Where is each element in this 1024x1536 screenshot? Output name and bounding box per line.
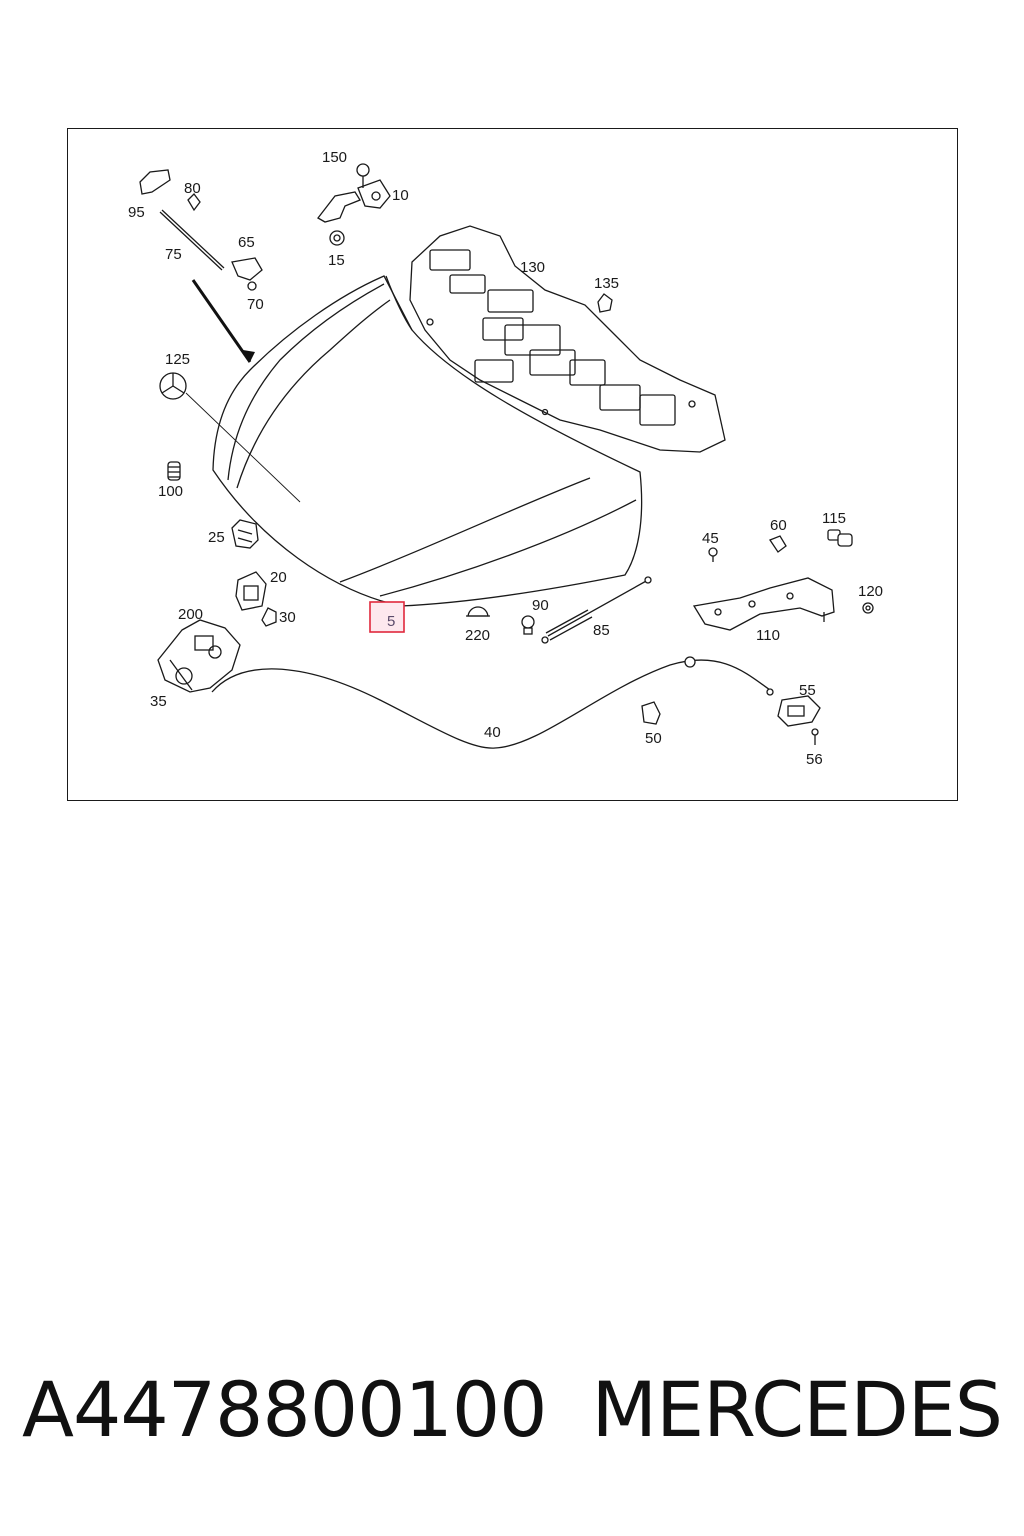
callout-10[interactable]: 10 bbox=[392, 187, 409, 204]
callout-30[interactable]: 30 bbox=[279, 609, 296, 626]
highlight-box bbox=[369, 601, 405, 633]
callout-200[interactable]: 200 bbox=[178, 606, 203, 623]
callout-40[interactable]: 40 bbox=[484, 724, 501, 741]
insulation-mat[interactable] bbox=[409, 225, 726, 453]
hood-lock[interactable] bbox=[157, 619, 241, 693]
nut-60[interactable] bbox=[769, 535, 787, 553]
callout-100[interactable]: 100 bbox=[158, 483, 183, 500]
callout-80[interactable]: 80 bbox=[184, 180, 201, 197]
callout-55[interactable]: 55 bbox=[799, 682, 816, 699]
callout-45[interactable]: 45 bbox=[702, 530, 719, 547]
callout-25[interactable]: 25 bbox=[208, 529, 225, 546]
callout-120[interactable]: 120 bbox=[858, 583, 883, 600]
callout-5[interactable]: 5 bbox=[387, 613, 395, 630]
callout-115[interactable]: 115 bbox=[822, 510, 846, 527]
callout-75[interactable]: 75 bbox=[165, 246, 182, 263]
buffer-220[interactable] bbox=[466, 606, 490, 617]
part-number: A4478800100 bbox=[22, 1365, 548, 1454]
callout-85[interactable]: 85 bbox=[593, 622, 610, 639]
screw-45[interactable] bbox=[708, 547, 718, 562]
callout-15[interactable]: 15 bbox=[328, 252, 345, 269]
clip-50[interactable] bbox=[641, 701, 661, 725]
callout-70[interactable]: 70 bbox=[247, 296, 264, 313]
gas-strut[interactable] bbox=[541, 576, 652, 644]
callout-50[interactable]: 50 bbox=[645, 730, 662, 747]
callout-130[interactable]: 130 bbox=[520, 259, 545, 276]
callout-220[interactable]: 220 bbox=[465, 627, 490, 644]
callout-65[interactable]: 65 bbox=[238, 234, 255, 251]
footer-caption: A4478800100 MERCEDES bbox=[0, 1365, 1024, 1475]
bolt-115[interactable] bbox=[827, 529, 853, 547]
grommet-30[interactable] bbox=[261, 607, 277, 627]
ball-stud-90[interactable] bbox=[521, 615, 535, 635]
release-cable[interactable] bbox=[211, 656, 774, 749]
release-handle[interactable] bbox=[777, 695, 821, 745]
washer-120[interactable] bbox=[862, 602, 874, 614]
callout-35[interactable]: 35 bbox=[150, 693, 167, 710]
brand-name: MERCEDES bbox=[591, 1365, 1003, 1454]
callout-135[interactable]: 135 bbox=[594, 275, 619, 292]
seal-25[interactable] bbox=[231, 519, 259, 549]
callout-20[interactable]: 20 bbox=[270, 569, 287, 586]
hood-prop-rod[interactable] bbox=[139, 169, 263, 363]
bracket-20[interactable] bbox=[235, 571, 267, 611]
callout-150[interactable]: 150 bbox=[322, 149, 347, 166]
hood-hinge[interactable] bbox=[317, 163, 391, 223]
lock-carrier[interactable] bbox=[692, 577, 835, 631]
hood-panel[interactable] bbox=[185, 275, 643, 607]
callout-90[interactable]: 90 bbox=[532, 597, 549, 614]
spring-part[interactable] bbox=[167, 461, 181, 481]
callout-95[interactable]: 95 bbox=[128, 204, 145, 221]
callout-60[interactable]: 60 bbox=[770, 517, 787, 534]
nut-part[interactable] bbox=[329, 230, 345, 246]
callout-56[interactable]: 56 bbox=[806, 751, 823, 768]
clip-135[interactable] bbox=[597, 293, 613, 313]
callout-110[interactable]: 110 bbox=[756, 627, 780, 644]
callout-125[interactable]: 125 bbox=[165, 351, 190, 368]
star-emblem[interactable] bbox=[159, 372, 187, 400]
